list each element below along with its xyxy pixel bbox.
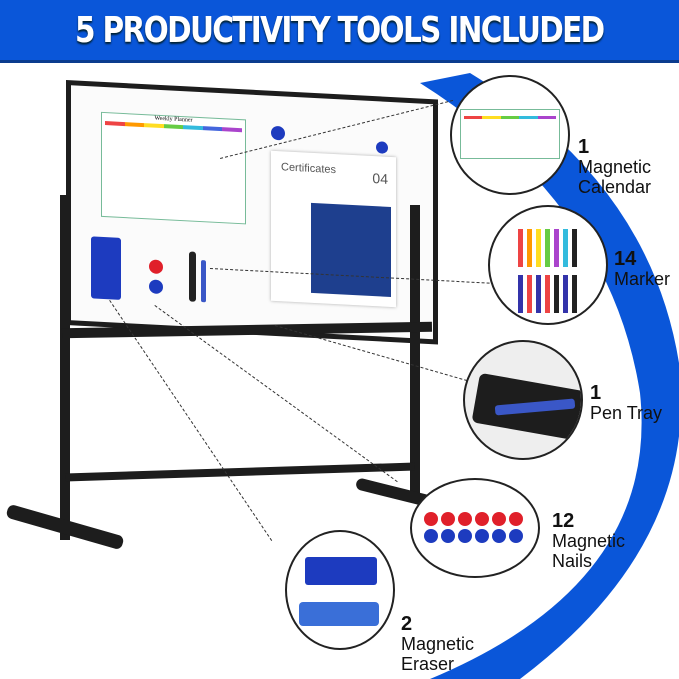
marker	[189, 251, 196, 302]
header-banner: 5 PRODUCTIVITY TOOLS INCLUDED	[0, 0, 679, 63]
tool-count: 14	[614, 248, 637, 270]
certificates-poster: Certificates 04	[271, 150, 396, 308]
inset-magnetic-calendar	[450, 75, 570, 195]
poster-number: 04	[372, 170, 388, 187]
weekly-planner: Weekly Planner	[101, 111, 246, 225]
tool-name: Pen Tray	[590, 403, 663, 423]
magnet-red	[149, 259, 163, 275]
tool-count: 2	[401, 613, 413, 635]
inset-pen-tray	[463, 340, 583, 460]
stand-left-post	[60, 195, 70, 540]
magnet-blue	[376, 141, 388, 154]
whiteboard: Weekly Planner Certificates 04	[66, 80, 438, 345]
tool-name: Marker	[614, 269, 671, 289]
inset-magnetic-eraser	[285, 530, 395, 650]
magnet-blue	[271, 125, 285, 141]
tool-count: 1	[578, 136, 590, 158]
blue-swoosh-decoration	[420, 73, 679, 679]
inset-magnetic-nails	[410, 478, 540, 578]
tool-name: Magnetic Eraser	[401, 634, 475, 674]
eraser	[91, 236, 121, 300]
header-title: 5 PRODUCTIVITY TOOLS INCLUDED	[75, 9, 605, 51]
stand-right-post	[410, 205, 420, 495]
magnet-blue	[149, 279, 163, 295]
tool-count: 1	[590, 382, 602, 404]
tool-name: Magnetic Calendar	[578, 157, 652, 197]
tool-name: Magnetic Nails	[552, 531, 626, 571]
inset-markers	[488, 205, 608, 325]
marker	[201, 260, 206, 303]
tool-count: 12	[552, 510, 575, 532]
